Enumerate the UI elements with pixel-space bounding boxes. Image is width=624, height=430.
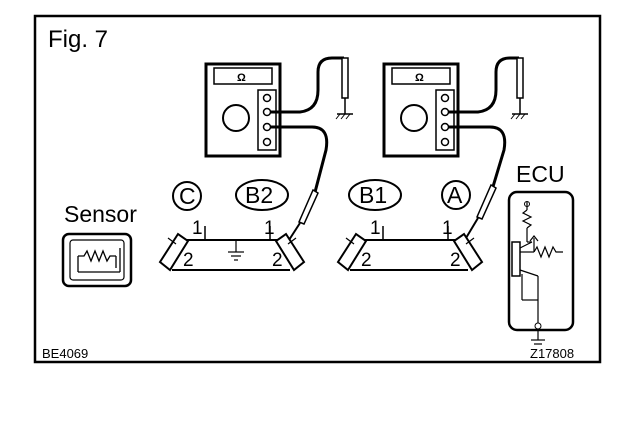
right-meter-lead-ground: [448, 56, 519, 114]
svg-text:B1: B1: [359, 182, 387, 208]
ecu-label: ECU: [516, 161, 565, 187]
ecu-bias-resistor-icon: [520, 235, 563, 259]
right-probe-icon: [510, 57, 528, 120]
left-connector-pin-2-left: 2: [183, 250, 194, 271]
right-connector-pin-2-left: 2: [361, 250, 372, 271]
svg-text:B2: B2: [245, 182, 273, 208]
left-connector-probe-icon: [288, 188, 319, 241]
right-connector-probe-icon: [465, 183, 497, 239]
left-connector-pin-1-right: 1: [264, 218, 275, 239]
ecu-ground-icon: [531, 322, 545, 345]
ecu-box: [507, 190, 575, 332]
right-harness-connector: [336, 226, 484, 272]
sensor-label: Sensor: [64, 201, 137, 227]
left-harness-connector: [158, 226, 306, 272]
sensor-resistor-icon: [77, 248, 121, 273]
svg-text:A: A: [447, 182, 463, 208]
terminal-b2-callout: B2: [235, 179, 289, 211]
left-connector-pin-1-left: 1: [192, 218, 203, 239]
figure-code-left: BE4069: [42, 346, 88, 361]
left-connector-pin-2-right: 2: [272, 250, 283, 271]
left-meter-unit: Ω: [237, 72, 246, 84]
svg-text:C: C: [179, 183, 196, 209]
right-meter-lead-probe: [448, 125, 507, 191]
right-connector-pin-2-right: 2: [450, 250, 461, 271]
right-ohmmeter-icon: Ω: [382, 62, 460, 158]
left-probe-icon: [335, 57, 353, 120]
left-meter-lead-ground: [270, 56, 344, 114]
ground-icon: [228, 240, 244, 261]
left-meter-lead-probe: [270, 125, 329, 197]
terminal-a-callout: A: [441, 180, 471, 210]
figure-code-right: Z17808: [530, 346, 574, 361]
ecu-transistor-icon: [511, 241, 539, 326]
left-ohmmeter-icon: Ω: [204, 62, 282, 158]
figure-title: Fig. 7: [48, 26, 108, 53]
terminal-b1-callout: B1: [348, 179, 402, 211]
right-meter-unit: Ω: [415, 72, 424, 84]
figure-frame: [33, 14, 602, 364]
right-connector-pin-1-left: 1: [370, 218, 381, 239]
terminal-c-callout: C: [172, 181, 202, 211]
right-connector-pin-1-right: 1: [442, 218, 453, 239]
ecu-resistor-icon: [521, 201, 533, 242]
sensor-box: [61, 232, 133, 288]
